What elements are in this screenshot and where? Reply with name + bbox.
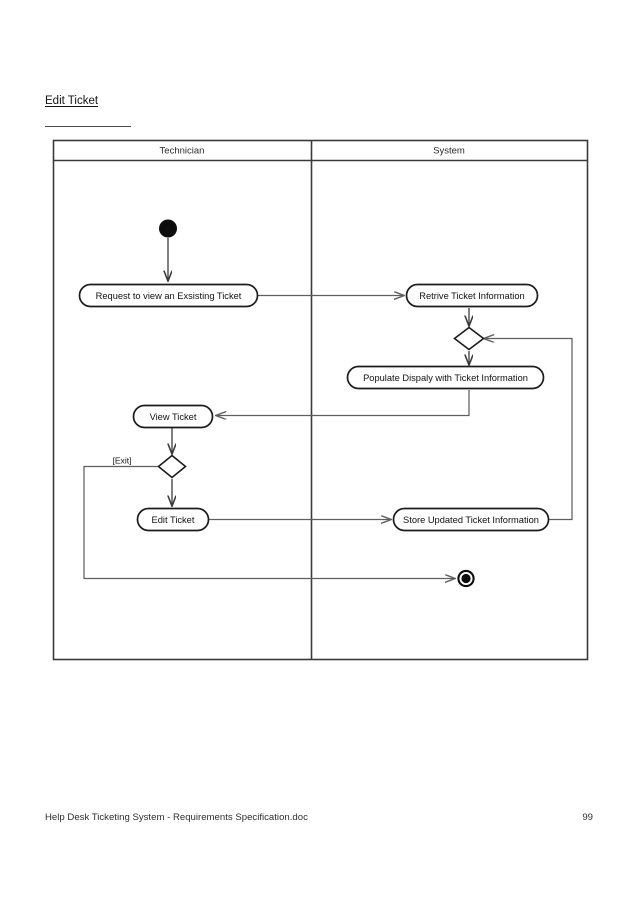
merge-node	[453, 326, 485, 351]
action-request-to-view-existing-ticket[interactable]: Request to view an Exsisting Ticket	[78, 283, 259, 308]
action-populate-display-with-ticket-information[interactable]: Populate Dispaly with Ticket Information	[346, 365, 545, 390]
initial-node	[159, 219, 177, 238]
action-retrieve-ticket-information[interactable]: Retrive Ticket Information	[405, 283, 539, 308]
edge-populate-to-view	[216, 390, 470, 416]
page-footer: Help Desk Ticketing System - Requirement…	[45, 812, 593, 823]
footer-document-name: Help Desk Ticketing System - Requirement…	[45, 812, 308, 823]
control-flow-edges	[83, 238, 573, 579]
swimlane-label-technician: Technician	[160, 146, 205, 157]
swimlane-frame	[52, 139, 589, 661]
action-store-updated-ticket-information[interactable]: Store Updated Ticket Information	[392, 507, 550, 532]
footer-page-number: 99	[582, 812, 593, 823]
edge-store-to-merge-loop	[484, 339, 573, 521]
action-view-ticket[interactable]: View Ticket	[132, 404, 214, 429]
action-edit-ticket[interactable]: Edit Ticket	[136, 507, 210, 532]
decision-node	[157, 454, 187, 479]
title-underline-rule	[45, 126, 131, 127]
edge-decision-exit-to-end	[83, 465, 455, 579]
final-node	[457, 569, 475, 588]
action-label-populate-display-with-ticket-information: Populate Dispaly with Ticket Information	[363, 373, 528, 383]
action-label-view-ticket: View Ticket	[150, 412, 197, 422]
action-label-request-to-view-existing-ticket: Request to view an Exsisting Ticket	[96, 291, 242, 301]
swimlane-header-system: System	[433, 146, 465, 157]
action-label-store-updated-ticket-information: Store Updated Ticket Information	[403, 515, 539, 525]
guard-label-exit: [Exit]	[112, 455, 131, 465]
swimlane-header-technician: Technician	[160, 146, 205, 157]
swimlane-label-system: System	[433, 146, 465, 157]
action-label-edit-ticket: Edit Ticket	[152, 515, 195, 525]
action-label-retrieve-ticket-information: Retrive Ticket Information	[419, 291, 524, 301]
page-title: Edit Ticket	[45, 95, 99, 107]
